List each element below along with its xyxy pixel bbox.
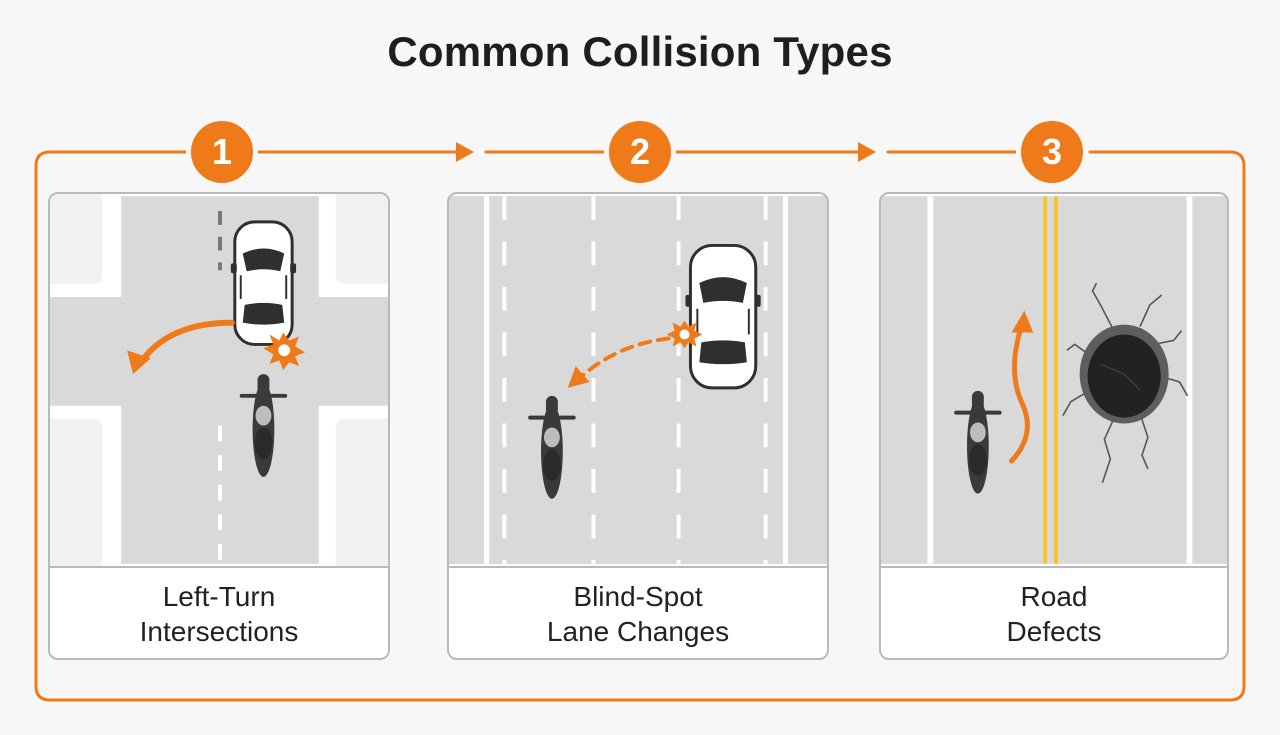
lane-change-scene: [449, 195, 827, 565]
caption-line: Defects: [1006, 616, 1102, 647]
caption-line: Lane Changes: [546, 616, 730, 647]
caption-line: Left-Turn: [162, 581, 276, 612]
turn-arrow-icon: [137, 319, 235, 366]
caption-line: Blind-Spot: [573, 581, 703, 612]
car-icon: [684, 243, 763, 390]
step-badge-3: 3: [1016, 116, 1088, 188]
step-badge-1: 1: [186, 116, 258, 188]
diagram-title: Common Collision Types: [387, 28, 893, 75]
panel-left-turn: Left-Turn Intersections: [48, 192, 390, 660]
caption-line: Road: [1020, 581, 1088, 612]
swerve-arrow-icon: [1009, 324, 1030, 464]
arrow-head-icon: [456, 142, 474, 162]
car-icon: [229, 220, 298, 346]
pothole-icon: [1062, 282, 1189, 484]
caption-line: Intersections: [139, 616, 299, 647]
arrow-head-icon: [858, 142, 876, 162]
caption-left-turn: Left-Turn Intersections: [50, 566, 388, 658]
road-defect-scene: [881, 196, 1227, 564]
caption-blind-spot: Blind-Spot Lane Changes: [449, 566, 827, 658]
panel-road-defects: Road Defects: [879, 192, 1229, 660]
panel-blind-spot: Blind-Spot Lane Changes: [447, 192, 829, 660]
lane-change-arrow-icon: [577, 336, 671, 380]
caption-road-defects: Road Defects: [881, 566, 1227, 658]
intersection-scene: [50, 194, 388, 566]
step-badge-2: 2: [604, 116, 676, 188]
